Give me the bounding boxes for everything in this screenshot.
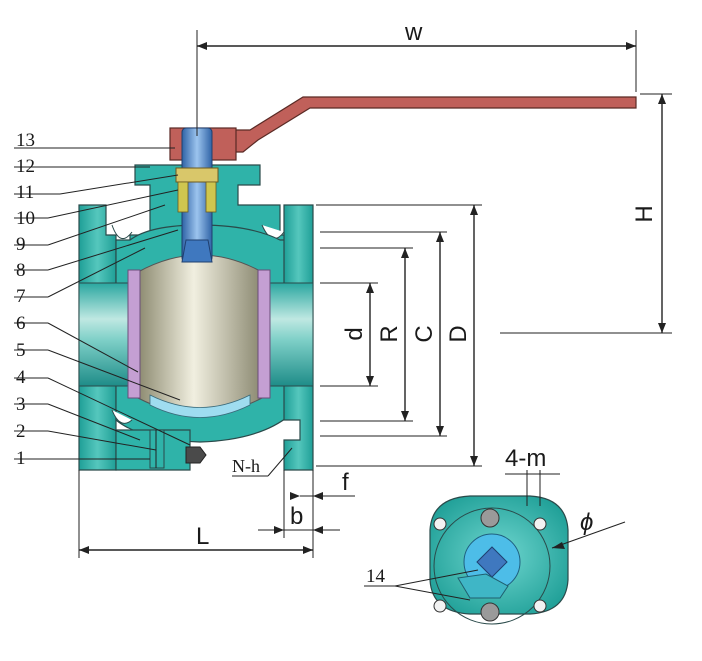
part-number-4: 4 [16, 367, 26, 388]
valve-stem [175, 127, 219, 263]
dimension-n-h-label: N-h [232, 456, 260, 476]
flange-top-view: 14 [364, 470, 626, 625]
dimension-4-m-label: 4-m [505, 445, 546, 472]
part-number-7: 7 [16, 286, 26, 307]
part-number-labels: 13 12 11 10 9 8 7 6 5 4 3 2 1 [16, 130, 35, 469]
part-number-3: 3 [16, 394, 26, 415]
dimension-h-label: H [631, 205, 658, 222]
handle-lever [169, 96, 637, 161]
dimension-d-label: d [341, 327, 368, 340]
dimension-c-label: C [411, 325, 438, 342]
part-number-5: 5 [16, 340, 26, 361]
part-number-12: 12 [16, 156, 35, 177]
dimension-l-label: L [196, 523, 209, 550]
part-number-9: 9 [16, 234, 26, 255]
valve-body [78, 164, 314, 471]
part-number-8: 8 [16, 260, 26, 281]
part-number-6: 6 [16, 313, 26, 334]
part-number-10: 10 [16, 208, 35, 229]
part-number-13: 13 [16, 130, 35, 151]
dimension-d-outer-label: D [445, 325, 472, 342]
part-number-11: 11 [16, 182, 34, 203]
part-callouts [14, 147, 191, 460]
part-number-14: 14 [366, 566, 386, 587]
part-number-2: 2 [16, 421, 26, 442]
dimension-labels: w H d R C D L b f N-h 4-m ϕ [196, 19, 658, 550]
dimension-b-label: b [290, 503, 303, 530]
dimension-w-label: w [404, 19, 423, 46]
dimension-r-label: R [376, 325, 403, 342]
dimension-f-label: f [342, 469, 349, 496]
part-number-1: 1 [16, 448, 26, 469]
dimension-lines [78, 30, 672, 558]
dimension-phi-label: ϕ [580, 509, 593, 536]
